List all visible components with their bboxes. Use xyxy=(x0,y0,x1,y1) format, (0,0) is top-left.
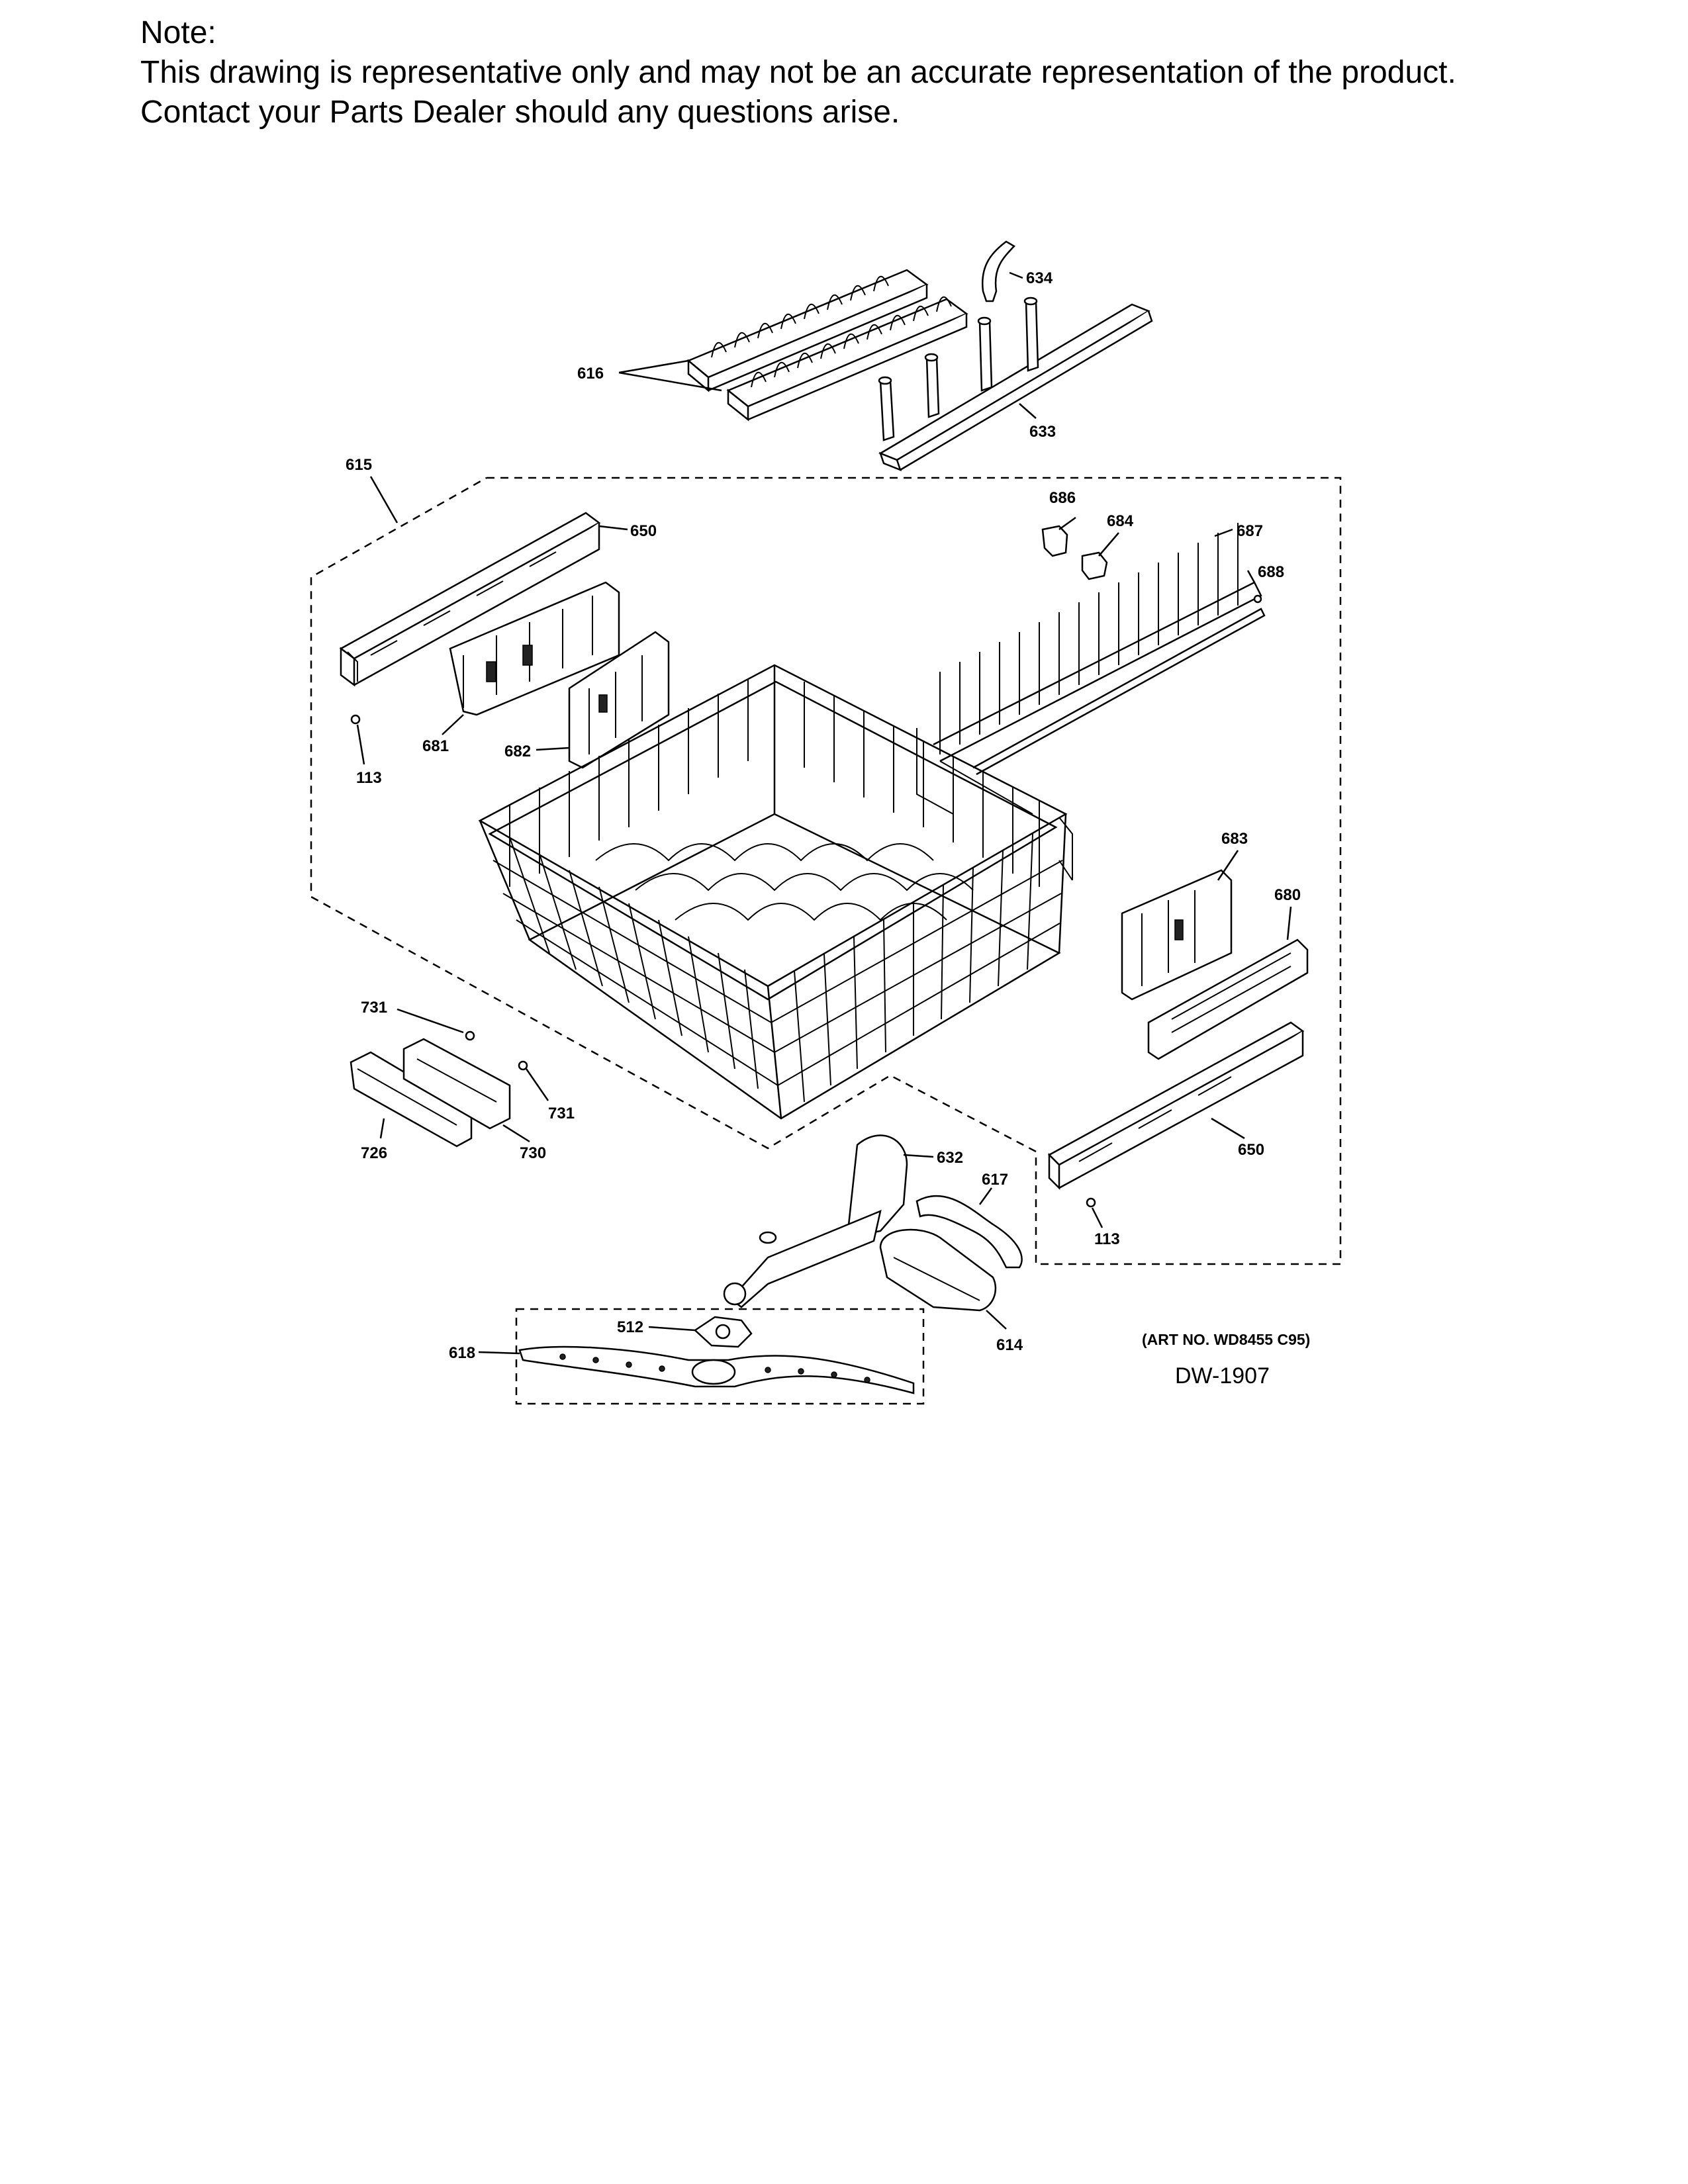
part-113-screw-right xyxy=(1086,1197,1096,1208)
label-684: 684 xyxy=(1107,512,1134,530)
label-512: 512 xyxy=(617,1318,643,1336)
label-618: 618 xyxy=(449,1344,475,1362)
part-682-bracket xyxy=(568,631,670,769)
label-682: 682 xyxy=(504,743,531,760)
label-113-left: 113 xyxy=(356,769,382,787)
label-650-right: 650 xyxy=(1238,1141,1264,1159)
part-512-nut xyxy=(693,1316,753,1348)
part-650-left-rail xyxy=(339,512,601,687)
part-113-screw-left xyxy=(350,714,361,725)
label-680: 680 xyxy=(1274,886,1301,904)
part-616-tine-rows xyxy=(686,269,968,422)
label-681: 681 xyxy=(422,737,449,755)
label-634: 634 xyxy=(1026,269,1053,287)
note-line-1: This drawing is representative only and … xyxy=(140,55,1456,90)
label-113-right: 113 xyxy=(1094,1230,1120,1248)
rack-assembly-boundary xyxy=(310,477,1342,1265)
note-heading: Note: xyxy=(140,15,216,50)
part-730-handle-base xyxy=(402,1038,511,1130)
part-634-clip xyxy=(981,240,1015,302)
disclaimer-note: Note: This drawing is representative onl… xyxy=(140,13,1597,132)
note-line-2: Contact your Parts Dealer should any que… xyxy=(140,95,900,130)
part-731-screw-b xyxy=(518,1060,528,1071)
part-687-688-cup-shelf xyxy=(933,523,1266,776)
part-632-spray-tube xyxy=(723,1134,908,1308)
label-617: 617 xyxy=(982,1171,1008,1189)
part-650-right-rail xyxy=(1047,1021,1305,1191)
label-683: 683 xyxy=(1221,830,1248,848)
part-633-stemware-bar xyxy=(878,296,1153,472)
label-687: 687 xyxy=(1237,522,1263,540)
part-684-clip xyxy=(1081,551,1108,580)
part-686-clip xyxy=(1041,525,1068,557)
label-633: 633 xyxy=(1029,423,1056,441)
part-726-handle xyxy=(350,1051,473,1148)
part-617-hose xyxy=(915,1195,1023,1269)
part-683-bracket xyxy=(1121,869,1233,1001)
label-731-a: 731 xyxy=(361,999,387,1017)
label-688: 688 xyxy=(1258,563,1284,581)
label-730: 730 xyxy=(520,1144,546,1162)
label-616: 616 xyxy=(577,365,604,383)
leader-lines xyxy=(356,271,1292,1355)
label-632: 632 xyxy=(937,1149,963,1167)
label-650-left: 650 xyxy=(630,522,657,540)
drawing-id: DW-1907 xyxy=(1175,1363,1270,1388)
label-614: 614 xyxy=(996,1336,1023,1354)
part-680-bracket xyxy=(1147,938,1309,1060)
label-686: 686 xyxy=(1049,489,1076,507)
part-681-bracket xyxy=(449,581,620,716)
label-726: 726 xyxy=(361,1144,387,1162)
label-615: 615 xyxy=(346,456,372,474)
callout-labels: 634 616 633 615 650 686 684 687 688 681 … xyxy=(346,269,1301,1362)
part-731-screw-a xyxy=(465,1030,475,1041)
part-614-pump-housing xyxy=(879,1228,997,1312)
main-wire-rack xyxy=(478,664,1073,1120)
part-618-spray-arm xyxy=(518,1345,915,1394)
label-731-b: 731 xyxy=(548,1105,575,1122)
art-number: (ART NO. WD8455 C95) xyxy=(1142,1331,1310,1348)
